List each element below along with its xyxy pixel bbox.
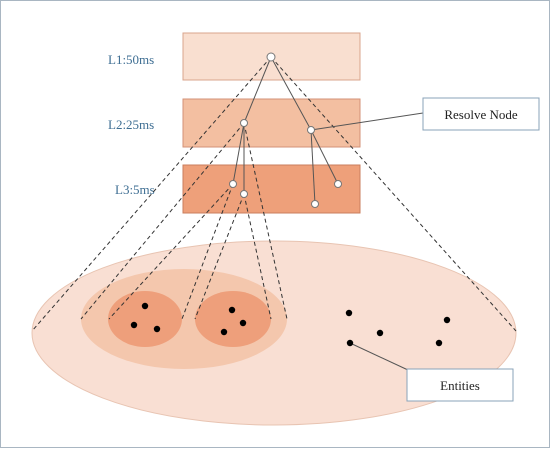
level-1-label: L1:50ms (108, 52, 154, 67)
l3-node (311, 200, 319, 208)
resolve-node-label: Resolve Node (444, 107, 518, 122)
inner-entity-region-right (195, 291, 271, 347)
inner-entity-region-left (108, 291, 182, 347)
tree-edges (232, 56, 424, 371)
level-3-label: L3:5ms (115, 182, 155, 197)
resolve-node-callout: Resolve Node (422, 97, 540, 131)
entity-dot (239, 319, 247, 327)
level-3-box (182, 164, 361, 214)
entities-callout: Entities (406, 368, 514, 402)
l3-node (240, 190, 248, 198)
entity-dot (153, 325, 161, 333)
entity-dot (130, 321, 138, 329)
l3-node (229, 180, 237, 188)
level-2-label: L2:25ms (108, 117, 154, 132)
entity-dot (141, 302, 149, 310)
entities-label: Entities (440, 378, 480, 393)
entity-dot (346, 339, 354, 347)
entity-dot (376, 329, 384, 337)
tree-nodes (229, 52, 342, 208)
l3-node (334, 180, 342, 188)
entity-dots (130, 302, 451, 347)
entity-dot (228, 306, 236, 314)
entity-dot (435, 339, 443, 347)
entity-dot (220, 328, 228, 336)
entity-dot (345, 309, 353, 317)
projection-lines (31, 56, 517, 332)
entity-dot (443, 316, 451, 324)
level-2-box (182, 98, 361, 148)
root-node (266, 52, 276, 62)
l2-node-left (240, 119, 248, 127)
l2-node-right (307, 126, 315, 134)
